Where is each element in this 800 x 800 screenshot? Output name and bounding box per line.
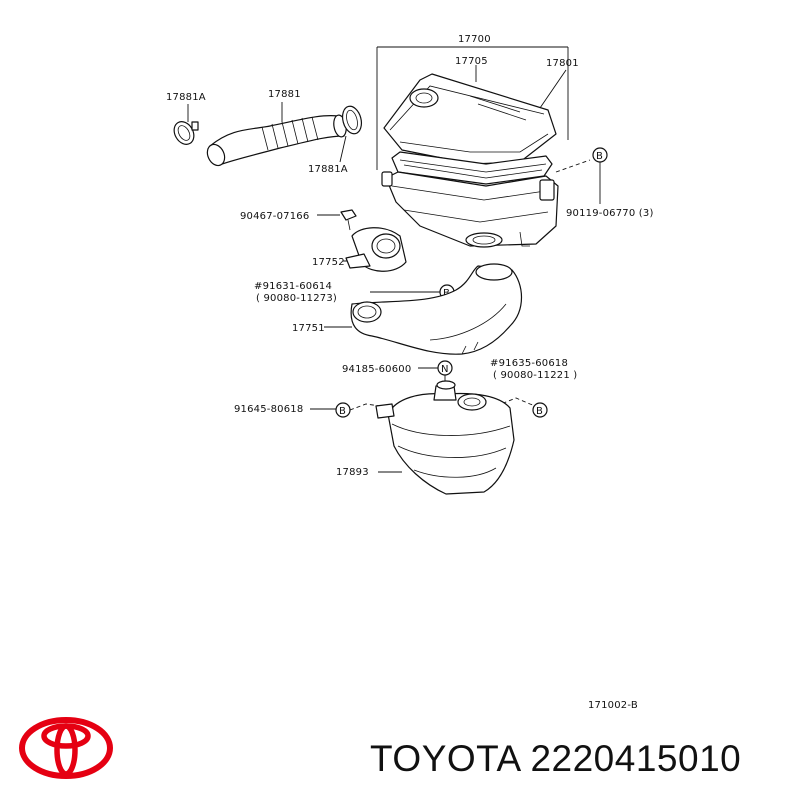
clip-90467 — [340, 209, 357, 231]
resonator-17893 — [375, 380, 515, 495]
callout-n-letter: N — [441, 364, 449, 375]
label-17893: 17893 — [336, 467, 369, 478]
label-17881: 17881 — [268, 89, 301, 100]
label-91631-60614: #91631-60614 — [254, 281, 332, 292]
inlet-17752 — [345, 227, 407, 272]
air-filter-element-17801 — [391, 151, 553, 185]
label-17700: 17700 — [458, 34, 491, 45]
label-90467-07166: 90467-07166 — [240, 211, 309, 222]
label-91645-80618: 91645-80618 — [234, 404, 303, 415]
intake-duct-17751 — [350, 263, 522, 355]
callout-b-letter: B — [339, 406, 346, 417]
callout-b-letter: B — [596, 151, 603, 162]
label-90080-11221: ( 90080-11221 ) — [493, 370, 577, 381]
callout-b-letter: B — [443, 288, 450, 299]
clamp-17881A-right — [341, 105, 363, 135]
assembly-bracket-17700 — [376, 46, 569, 170]
air-cleaner-cap-17705 — [383, 73, 557, 165]
label-91635-60618: #91635-60618 — [490, 358, 568, 369]
label-90119-06770: 90119-06770 (3) — [566, 208, 654, 219]
air-cleaner-case — [381, 171, 559, 248]
brand-part-number: TOYOTA 2220415010 — [370, 738, 742, 779]
label-90080-11273: ( 90080-11273) — [256, 293, 337, 304]
callout-b-letter: B — [536, 406, 543, 417]
label-17881A-top: 17881A — [166, 92, 206, 103]
toyota-logo-icon — [19, 717, 113, 779]
label-17751: 17751 — [292, 323, 325, 334]
callout-b-circle — [532, 402, 548, 418]
label-17705: 17705 — [455, 56, 488, 67]
label-17752: 17752 — [312, 257, 345, 268]
clamp-17881A-left — [173, 121, 199, 145]
label-17801: 17801 — [546, 58, 579, 69]
label-17881A-bottom: 17881A — [308, 164, 348, 175]
hose-17881 — [206, 114, 347, 167]
label-94185-60600: 94185-60600 — [342, 364, 411, 375]
diagram-code: 171002-B — [588, 700, 638, 711]
